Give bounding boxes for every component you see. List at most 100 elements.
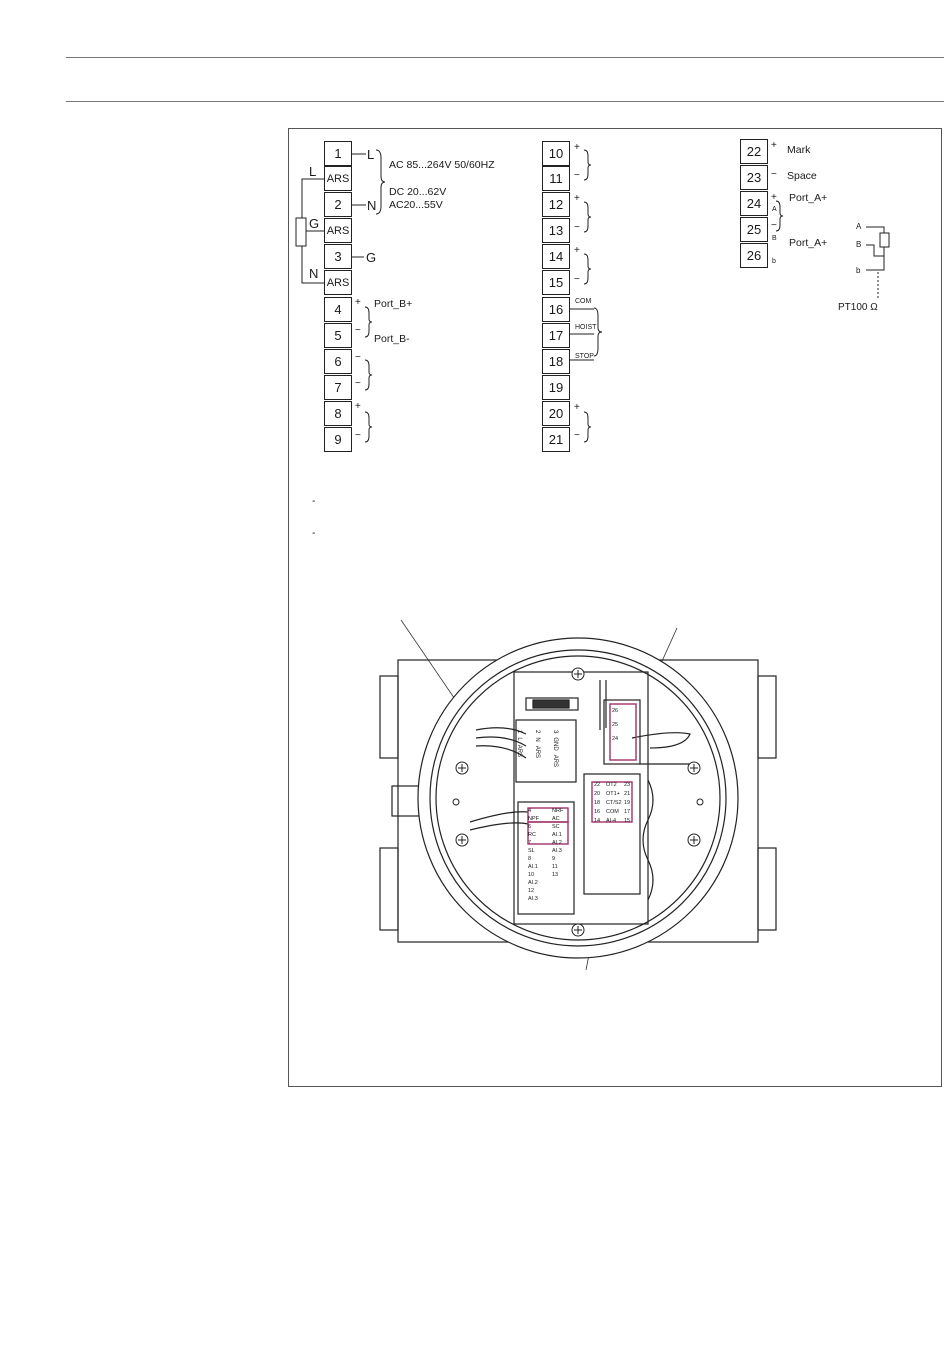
board-label: 23 (624, 782, 631, 788)
board-label: SL (528, 848, 535, 854)
terminal-3-tag: G (366, 250, 377, 265)
board-label: 2 (534, 730, 540, 734)
board-label: L (516, 737, 522, 741)
terminal-18: 18 (542, 349, 570, 374)
board-label: 14 (594, 818, 601, 824)
board-label: NRF (552, 808, 564, 814)
pt100-b: B (856, 240, 862, 249)
board-label: RC (528, 832, 536, 838)
terminal-ars-3: ARS (324, 270, 352, 295)
board-label: 21 (624, 791, 631, 797)
port-a-plus-label-2: Port_A+ (789, 237, 828, 249)
minus-sign: − (355, 352, 361, 363)
tag-a: A (772, 206, 777, 213)
board-label: ARS (516, 744, 522, 758)
plus-sign: + (574, 402, 580, 413)
board-label: 18 (594, 800, 601, 806)
terminal-22: 22 (740, 139, 768, 164)
board-label: 7 (528, 840, 532, 846)
terminal-17: 17 (542, 323, 570, 348)
g-marker: G (309, 216, 320, 231)
board-label: AC (552, 816, 560, 822)
terminal-ars-1: ARS (324, 166, 352, 191)
n-marker: N (309, 266, 319, 281)
board-label: 17 (624, 809, 631, 815)
terminal-21: 21 (542, 427, 570, 452)
pt100-b2: b (856, 266, 861, 275)
board-label: AI.2 (528, 880, 538, 886)
board-label: COM (606, 809, 619, 815)
second-rule (66, 101, 944, 102)
board-label: 9 (552, 856, 556, 862)
minus-sign: − (574, 430, 580, 441)
port-b-minus-label: Port_B- (374, 333, 410, 345)
terminal-11: 11 (542, 166, 570, 191)
board-label: 10 (528, 872, 535, 878)
board-label: 15 (624, 818, 631, 824)
board-left-block: 1 L ARS 2 N ARS 3 GND ARS (516, 724, 574, 780)
top-rule (66, 57, 944, 58)
board-label: 3 (552, 730, 558, 734)
supply-ac-label: AC 85...264V 50/60HZ (389, 159, 495, 171)
board-label: AI.3 (528, 896, 538, 902)
board-io-block: 4 NPF 6 RC 7 SL 8 AI.1 10 AI.2 12 AI.3 N… (520, 806, 574, 910)
stop-tag: STOP (575, 353, 594, 360)
minus-sign: − (355, 430, 361, 441)
board-label: AI.3 (552, 848, 562, 854)
board-label: AI.1 (552, 832, 562, 838)
board-label: 6 (528, 824, 532, 830)
port-a-plus-label-1: Port_A+ (789, 192, 828, 204)
note-bullet-2: - (312, 527, 316, 539)
board-label: AI-4 (606, 818, 617, 824)
terminal-12: 12 (542, 192, 570, 217)
board-label: ARS (534, 745, 540, 759)
board-label: 25 (612, 722, 619, 728)
terminal-26: 26 (740, 243, 768, 268)
board-label: AI.2 (552, 840, 562, 846)
board-label: 22 (594, 782, 601, 788)
board-label: OT1+ (606, 791, 620, 797)
terminal-15: 15 (542, 270, 570, 295)
terminal-4: 4 (324, 297, 352, 322)
tag-b-lower: b (772, 258, 776, 265)
note-bullet-1: - (312, 495, 316, 507)
board-label: 12 (528, 888, 535, 894)
terminal-2-tag: N (367, 198, 377, 213)
minus-sign: − (574, 274, 580, 285)
board-label: 16 (594, 809, 601, 815)
plus-sign: + (574, 193, 580, 204)
board-small-block: 26 25 24 (612, 708, 634, 758)
terminal-10: 10 (542, 141, 570, 166)
hoist-tag: HOIST (575, 324, 597, 331)
terminal-7: 7 (324, 375, 352, 400)
board-label: 8 (528, 856, 532, 862)
board-label: NPF (528, 816, 539, 822)
figure-frame (288, 128, 942, 1087)
space-label: Space (787, 170, 817, 182)
terminal-ars-2: ARS (324, 218, 352, 243)
minus-sign: − (574, 222, 580, 233)
terminal-23: 23 (740, 165, 768, 190)
board-label: N (534, 737, 540, 742)
board-label: OT2 (606, 782, 617, 788)
port-b-plus-label: Port_B+ (374, 298, 413, 310)
terminal-25: 25 (740, 217, 768, 242)
board-label: 1 (516, 730, 522, 734)
terminal-20: 20 (542, 401, 570, 426)
pt100-label: PT100 Ω (838, 302, 878, 313)
terminal-16: 16 (542, 297, 570, 322)
plus-sign: + (355, 297, 361, 308)
supply-ac-low-label: AC20...55V (389, 199, 443, 211)
terminal-5: 5 (324, 323, 352, 348)
plus-sign: + (771, 140, 777, 151)
plus-sign: + (574, 245, 580, 256)
l-marker: L (309, 164, 317, 179)
board-label: GND (552, 737, 558, 751)
board-right-block: 22 20 18 16 14 OT2 OT1+ CT/S2 COM AI-4 2… (588, 778, 638, 890)
board-label: 11 (552, 864, 558, 870)
plus-sign: + (771, 192, 777, 203)
terminal-24: 24 (740, 191, 768, 216)
plus-sign: + (355, 401, 361, 412)
terminal-3: 3 (324, 244, 352, 269)
